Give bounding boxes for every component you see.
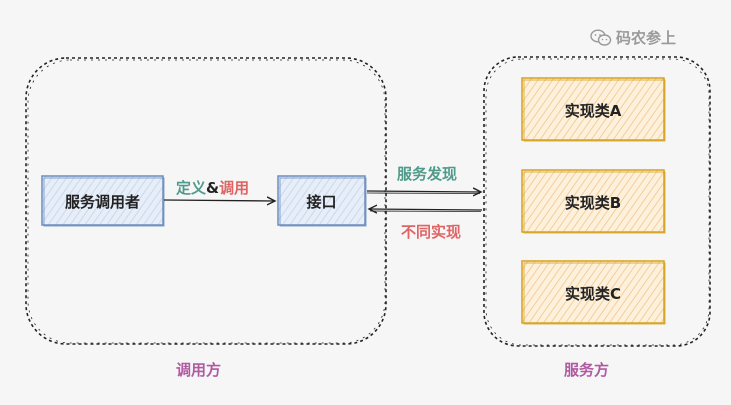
wechat-icon — [590, 28, 612, 46]
caller-region-label: 调用方 — [176, 361, 222, 379]
provider-region-sketch — [485, 58, 710, 346]
provider-region — [483, 56, 711, 347]
define-call-arrow — [163, 200, 275, 201]
watermark-text: 码农参上 — [616, 29, 677, 47]
ampersand-text: & — [206, 179, 220, 197]
impl-a-box — [521, 77, 665, 141]
service-caller-box — [41, 175, 164, 226]
call-text: 调用 — [219, 179, 250, 197]
impl-a-label: 实现类A — [564, 102, 622, 120]
impl-b-box — [521, 169, 665, 233]
watermark: 码农参上 — [590, 27, 676, 48]
caller-region — [25, 57, 387, 345]
different-impl-arrow — [369, 209, 483, 210]
impl-c-label: 实现类C — [564, 285, 621, 303]
interface-box — [277, 175, 366, 226]
impl-c-box — [521, 260, 665, 324]
impl-b-label: 实现类B — [564, 194, 622, 212]
service-discovery-label: 服务发现 — [397, 165, 458, 183]
define-call-label: 定义&调用 — [176, 177, 249, 198]
service-discovery-arrow — [366, 191, 481, 192]
provider-region-label: 服务方 — [564, 361, 610, 379]
define-text: 定义 — [176, 179, 207, 197]
interface-label: 接口 — [306, 193, 337, 211]
service-caller-label: 服务调用者 — [64, 193, 140, 211]
different-impl-label: 不同实现 — [401, 223, 462, 241]
